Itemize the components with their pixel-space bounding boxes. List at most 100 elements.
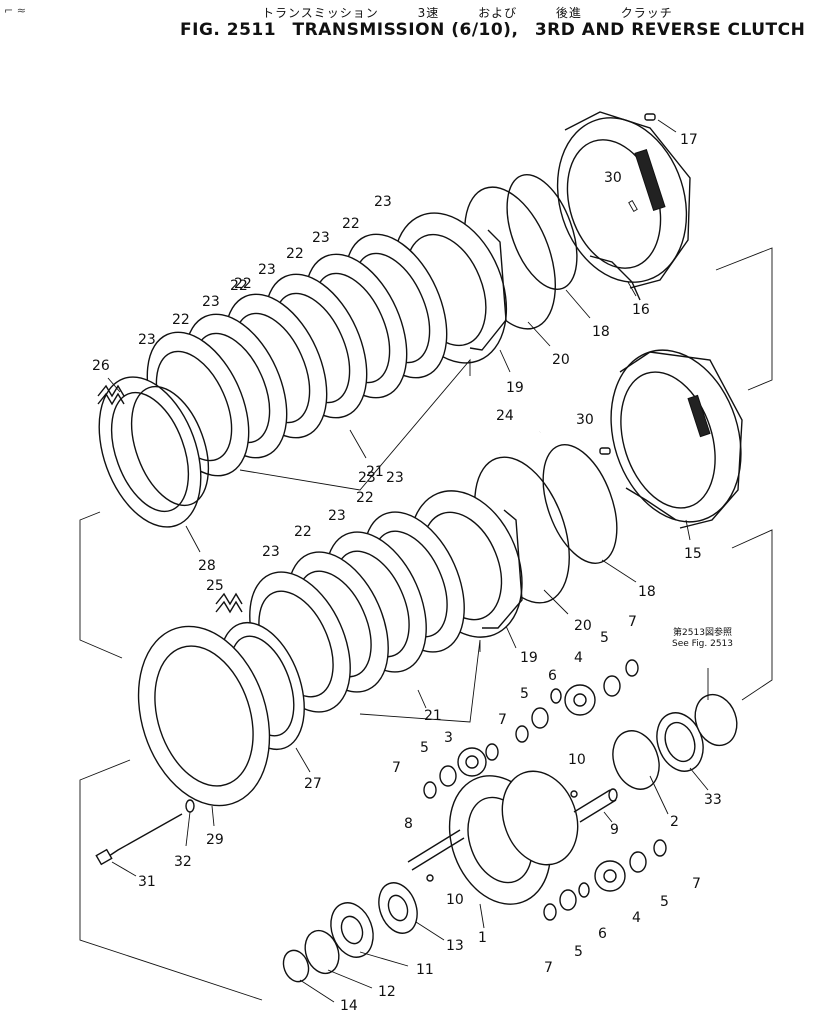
callout-13: 13 <box>446 938 464 954</box>
figure-title: FIG. 2511 TRANSMISSION (6/10), 3RD AND R… <box>180 20 815 40</box>
callout-12: 12 <box>378 984 396 1000</box>
callout-5-d: 5 <box>660 894 669 910</box>
part-14-snap-ring <box>282 949 310 983</box>
part-11-gear <box>330 902 374 958</box>
callout-33: 33 <box>704 792 722 808</box>
callout-31: 31 <box>138 874 156 890</box>
callout-27: 27 <box>304 776 322 792</box>
callout-3: 3 <box>444 730 453 746</box>
callout-7-c: 7 <box>392 760 401 776</box>
callout-10-lower: 10 <box>446 892 464 908</box>
callout-16: 16 <box>632 302 650 318</box>
figure-title-sub: 3RD AND REVERSE CLUTCH <box>534 20 806 40</box>
callout-23-lower-2: 23 <box>328 508 346 524</box>
callout-5-e: 5 <box>574 944 583 960</box>
callout-30-lower: 30 <box>576 412 594 428</box>
part-18-seal-ring-lower <box>542 444 618 564</box>
callout-23-upper-1: 23 <box>374 194 392 210</box>
part-18-seal-ring <box>506 173 578 291</box>
figure-number: FIG. 2511 <box>180 20 277 40</box>
callout-30-upper: 30 <box>604 170 622 186</box>
part-25-spring <box>215 592 243 614</box>
jp-title-part: トランスミッション <box>262 6 379 20</box>
callout-26: 26 <box>92 358 110 374</box>
callout-6-a: 6 <box>548 668 557 684</box>
callout-22-upper-1: 22 <box>342 216 360 232</box>
callout-22-upper-5: 22 <box>234 276 252 292</box>
callout-18-lower: 18 <box>638 584 656 600</box>
japanese-title: トランスミッション 3速 および 後進 クラッチ <box>262 4 782 21</box>
callout-20-lower: 20 <box>574 618 592 634</box>
callout-23-upper-3: 23 <box>258 262 276 278</box>
assembly-connector-lines <box>79 247 773 1001</box>
part-bearing-see-fig-2513 <box>694 693 738 747</box>
exploded-view-drawing: 17 30 16 18 20 19 23 22 23 22 23 22 23 2… <box>79 111 773 1011</box>
jp-title-part: クラッチ <box>620 6 673 20</box>
part-13-sun-gear <box>378 882 418 934</box>
callout-23-upper-5: 23 <box>138 332 156 348</box>
callout-9: 9 <box>610 822 619 838</box>
needle-bearings-and-washers <box>423 659 667 921</box>
callout-22-upper-4: 22 <box>172 312 190 328</box>
callout-8: 8 <box>404 816 413 832</box>
callout-23-upper-4: 23 <box>202 294 220 310</box>
part-16-clutch-housing <box>556 111 691 301</box>
part-30-dowel-upper <box>599 447 611 455</box>
callout-22-lower-2: 22 <box>294 524 312 540</box>
part-33-bearing <box>656 712 704 772</box>
jp-title-part: および <box>478 6 518 20</box>
parts-diagram-page: ⌐ ≈ トランスミッション 3速 および 後進 クラッチ FIG. 2511 T… <box>4 4 805 1011</box>
part-2-snap-ring <box>612 730 660 790</box>
callout-23-lower-1: 23 <box>386 470 404 486</box>
part-28-clutch-hub <box>98 376 210 528</box>
callout-7-d: 7 <box>692 876 701 892</box>
callout-21-upper: 21 <box>366 464 384 480</box>
callout-23-upper-2: 23 <box>312 230 330 246</box>
callout-23-upper-6: 23 <box>358 470 376 486</box>
part-1-planet-carrier <box>448 770 579 905</box>
callout-7-e: 7 <box>544 960 553 976</box>
upper-clutch-disc-stack <box>146 233 471 491</box>
callout-22-upper-3: 22 <box>230 278 248 294</box>
reference-note-en: See Fig. 2513 <box>672 639 734 649</box>
part-12-ring <box>304 929 340 975</box>
callout-5-c: 5 <box>420 740 429 756</box>
callout-7-a: 7 <box>628 614 637 630</box>
part-3-planet-gear <box>457 747 487 777</box>
part-9-shaft <box>573 788 618 823</box>
corner-mark: ⌐ ≈ <box>4 4 26 17</box>
callout-7-b: 7 <box>498 712 507 728</box>
callout-18-upper: 18 <box>592 324 610 340</box>
callout-11: 11 <box>416 962 434 978</box>
part-26-spring <box>97 384 125 406</box>
callout-24: 24 <box>496 408 514 424</box>
reference-note: 第2513図参照 See Fig. 2513 <box>672 628 733 650</box>
jp-title-part: 後進 <box>555 6 582 20</box>
reference-note-jp: 第2513図参照 <box>673 628 732 638</box>
callout-19-upper: 19 <box>506 380 524 396</box>
leader-lines <box>107 119 709 1003</box>
callout-22-upper-2: 22 <box>286 246 304 262</box>
callout-25: 25 <box>206 578 224 594</box>
part-15-clutch-housing <box>610 349 743 529</box>
callout-15: 15 <box>684 546 702 562</box>
callout-2: 2 <box>670 814 679 830</box>
callout-10-upper: 10 <box>568 752 586 768</box>
callout-32: 32 <box>174 854 192 870</box>
callout-14: 14 <box>340 998 358 1011</box>
part-29-end-plate <box>137 625 271 807</box>
part-32-washer <box>185 799 195 813</box>
part-4-planet-gear-lower <box>594 860 626 892</box>
callout-labels: 17 30 16 18 20 19 23 22 23 22 23 22 23 2… <box>92 132 722 1011</box>
callout-21-lower: 21 <box>424 708 442 724</box>
part-4-planet-gear-upper <box>564 684 596 716</box>
callout-22-lower-1: 22 <box>356 490 374 506</box>
callout-4-lower: 4 <box>632 910 641 926</box>
callout-28: 28 <box>198 558 216 574</box>
callout-6-b: 6 <box>598 926 607 942</box>
part-31-bolt <box>95 813 183 866</box>
callout-4-upper: 4 <box>574 650 583 666</box>
part-24-pin <box>499 430 541 456</box>
callout-5-a: 5 <box>600 630 609 646</box>
callout-17: 17 <box>680 132 698 148</box>
